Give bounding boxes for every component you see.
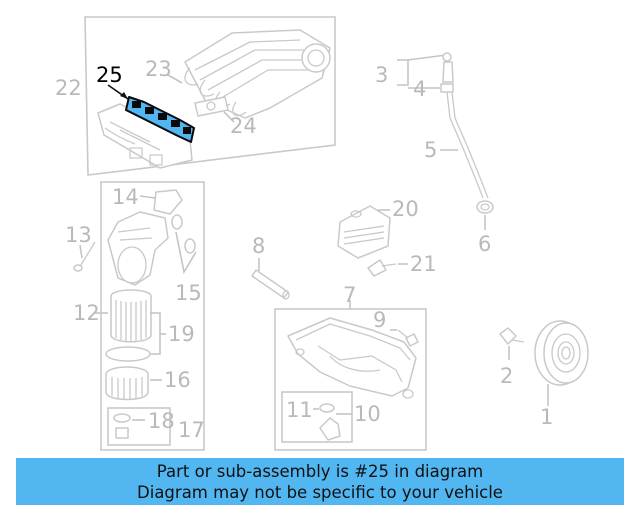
intake-manifold bbox=[184, 29, 331, 119]
info-banner: Part or sub-assembly is #25 in diagram D… bbox=[16, 458, 624, 505]
callout-19: 19 bbox=[168, 322, 195, 346]
callout-6: 6 bbox=[478, 232, 491, 256]
callout-13: 13 bbox=[65, 223, 92, 247]
callout-labels: 1 2 3 4 5 6 7 8 9 10 11 12 13 14 15 16 1… bbox=[55, 57, 553, 442]
leader-13 bbox=[79, 244, 83, 259]
dipstick bbox=[440, 52, 489, 199]
callout-11: 11 bbox=[286, 398, 313, 422]
callout-25-highlighted: 25 bbox=[96, 63, 123, 87]
drain-plug-subgroup-frame bbox=[107, 407, 171, 446]
banner-part-note: Part or sub-assembly is #25 in diagram bbox=[156, 462, 484, 481]
callout-16: 16 bbox=[164, 368, 191, 392]
pulley-bolt bbox=[499, 327, 525, 345]
callout-3: 3 bbox=[375, 63, 388, 87]
leader-24 bbox=[223, 111, 235, 123]
cap-o-ring bbox=[105, 346, 151, 362]
callout-12: 12 bbox=[73, 301, 100, 325]
dipstick-seal bbox=[476, 200, 494, 214]
callout-20: 20 bbox=[392, 197, 419, 221]
banner-disclaimer: Diagram may not be specific to your vehi… bbox=[137, 483, 503, 502]
drain-washer bbox=[113, 413, 131, 423]
oil-filter-element bbox=[110, 289, 152, 343]
cooler-bolt bbox=[367, 259, 397, 277]
o-ring-lower bbox=[184, 238, 196, 254]
intake-manifold-group bbox=[84, 16, 336, 176]
callout-21: 21 bbox=[410, 252, 437, 276]
oil-filter-cap bbox=[105, 366, 149, 401]
callout-2: 2 bbox=[500, 364, 513, 388]
oil-filter-group-frame bbox=[100, 181, 205, 451]
callout-23: 23 bbox=[145, 57, 172, 81]
pan-drain-washer bbox=[319, 403, 335, 413]
callout-5: 5 bbox=[424, 138, 437, 162]
crankshaft-pulley bbox=[534, 320, 589, 386]
pan-bolt bbox=[397, 329, 419, 347]
oil-filter-housing-group bbox=[73, 181, 205, 451]
callout-8: 8 bbox=[252, 234, 265, 258]
intake-manifold-gasket-highlighted bbox=[125, 96, 195, 143]
callout-1: 1 bbox=[540, 405, 553, 429]
housing-bolt bbox=[73, 241, 96, 272]
throttle-gasket bbox=[194, 96, 229, 117]
callout-15: 15 bbox=[175, 281, 202, 305]
callout-7: 7 bbox=[343, 283, 356, 307]
lower-intake-runner bbox=[97, 103, 193, 169]
dipstick-group bbox=[397, 52, 494, 230]
oil-filter-housing bbox=[107, 211, 169, 286]
callout-9: 9 bbox=[373, 308, 386, 332]
intake-group-frame bbox=[84, 16, 336, 176]
callout-22: 22 bbox=[55, 76, 82, 100]
drain-plug bbox=[115, 427, 129, 439]
oil-pan-group bbox=[274, 300, 427, 451]
callout-10: 10 bbox=[354, 402, 381, 426]
oil-pan bbox=[287, 317, 417, 399]
leader-23 bbox=[167, 74, 183, 84]
leader-15 bbox=[175, 231, 197, 275]
callout-18: 18 bbox=[148, 409, 175, 433]
callout-17: 17 bbox=[178, 418, 205, 442]
oil-cooler bbox=[337, 205, 391, 259]
callout-4: 4 bbox=[413, 77, 426, 101]
housing-gasket bbox=[153, 189, 183, 215]
oil-pickup-tube bbox=[251, 269, 290, 300]
o-ring-upper bbox=[171, 214, 183, 230]
pan-drain-plug bbox=[319, 417, 341, 441]
leader-3-bracket bbox=[397, 59, 409, 86]
leader-14 bbox=[139, 195, 156, 199]
pan-drain-subgroup-frame bbox=[281, 391, 353, 443]
callout-24: 24 bbox=[230, 114, 257, 138]
callout-14: 14 bbox=[112, 185, 139, 209]
